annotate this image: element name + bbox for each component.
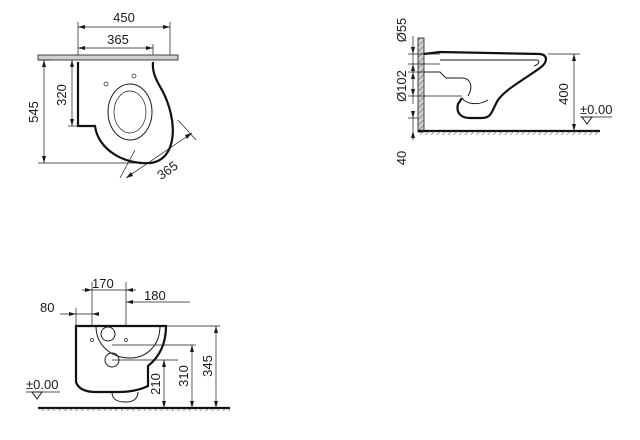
front-seat-curve xyxy=(95,325,161,359)
dim-345-label: 345 xyxy=(200,355,215,377)
dim-210-label: 210 xyxy=(148,373,163,395)
front-fixing-hole-left xyxy=(100,326,116,342)
dim-170-label: 170 xyxy=(92,276,114,291)
side-seat-line xyxy=(440,59,540,67)
side-trap xyxy=(424,71,472,97)
dim-450-label: 450 xyxy=(113,10,135,25)
top-seat-inner xyxy=(113,90,147,134)
dim-180-label: 180 xyxy=(144,288,166,303)
front-floor-level-label: ±0.00 xyxy=(26,377,58,392)
side-floor-level-label: ±0.00 xyxy=(580,102,612,117)
dim-dia102-label: Ø102 xyxy=(394,70,409,102)
top-fixing-hole-left xyxy=(103,81,109,87)
front-level-marker xyxy=(31,391,43,400)
front-view: 170 80 180 210 310 345 ±0.00 xyxy=(26,276,230,411)
side-bowl-profile xyxy=(423,50,548,120)
dim-400-label: 400 xyxy=(556,83,571,105)
top-seat-opening xyxy=(107,83,153,141)
dim-80-label: 80 xyxy=(40,300,54,315)
top-fixing-hole-right xyxy=(131,73,137,79)
side-level-marker xyxy=(581,116,593,125)
top-view: 450 365 545 320 365 xyxy=(26,10,197,183)
dim-320-label: 320 xyxy=(54,84,69,106)
top-bowl-outline xyxy=(76,61,174,165)
dim-dia55-label: Ø55 xyxy=(394,18,409,43)
dim-40-label: 40 xyxy=(394,151,409,165)
top-wall xyxy=(37,54,179,61)
front-outlet xyxy=(111,391,139,403)
front-bowl-body xyxy=(74,324,168,394)
dim-365-label: 365 xyxy=(107,32,129,47)
side-trap-lower xyxy=(461,97,489,105)
side-view: Ø55 Ø102 40 400 ±0.00 xyxy=(394,18,612,166)
dim-545-label: 545 xyxy=(26,101,41,123)
dim-310-label: 310 xyxy=(176,365,191,387)
